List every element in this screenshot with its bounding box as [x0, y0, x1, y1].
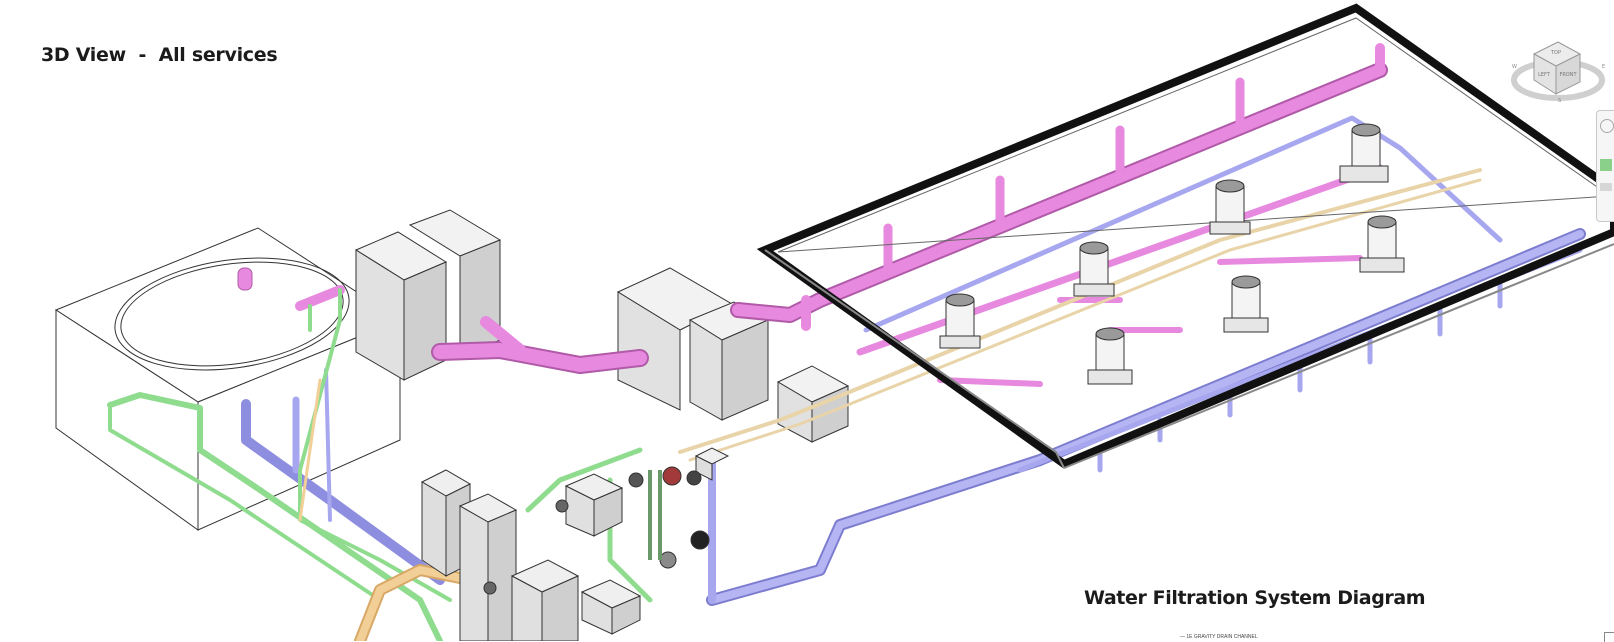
viewcube-left-label: LEFT: [1538, 72, 1551, 78]
filter-unit: [1339, 123, 1389, 183]
compass-w: W: [1512, 64, 1517, 70]
compass-s: S: [1558, 98, 1561, 104]
diagram-title: Water Filtration System Diagram: [1084, 587, 1426, 609]
filter-unit: [1209, 179, 1251, 235]
diagram-small-label: — 1E GRAVITY DRAIN CHANNEL: [1180, 634, 1258, 640]
viewcube-top-label: TOP: [1550, 50, 1561, 56]
filter-unit: [1223, 275, 1269, 333]
steering-wheel-icon[interactable]: [1600, 119, 1614, 133]
navigation-bar-icon[interactable]: [1596, 110, 1614, 222]
channel-frame[interactable]: [756, 3, 1614, 469]
tank-outlet-pipe[interactable]: [237, 267, 253, 291]
viewcube-front-label: FRONT: [1559, 72, 1577, 78]
filter-unit: [1359, 215, 1405, 273]
corner-marker: [1604, 632, 1614, 642]
filter-unit: [1073, 241, 1115, 297]
storage-tank[interactable]: [54, 227, 402, 531]
pump-equipment[interactable]: [420, 447, 730, 641]
viewcube-icon[interactable]: TOP LEFT FRONT E S W: [1511, 41, 1605, 104]
zoom-icon[interactable]: [1600, 159, 1612, 171]
filter-unit: [1087, 327, 1133, 385]
filter-units[interactable]: [939, 123, 1405, 385]
water-supply-pipes[interactable]: [241, 115, 1586, 606]
view-title: 3D View - All services: [41, 44, 278, 66]
compass-e: E: [1602, 64, 1605, 70]
pan-icon[interactable]: [1600, 183, 1612, 191]
filter-unit: [939, 293, 981, 349]
